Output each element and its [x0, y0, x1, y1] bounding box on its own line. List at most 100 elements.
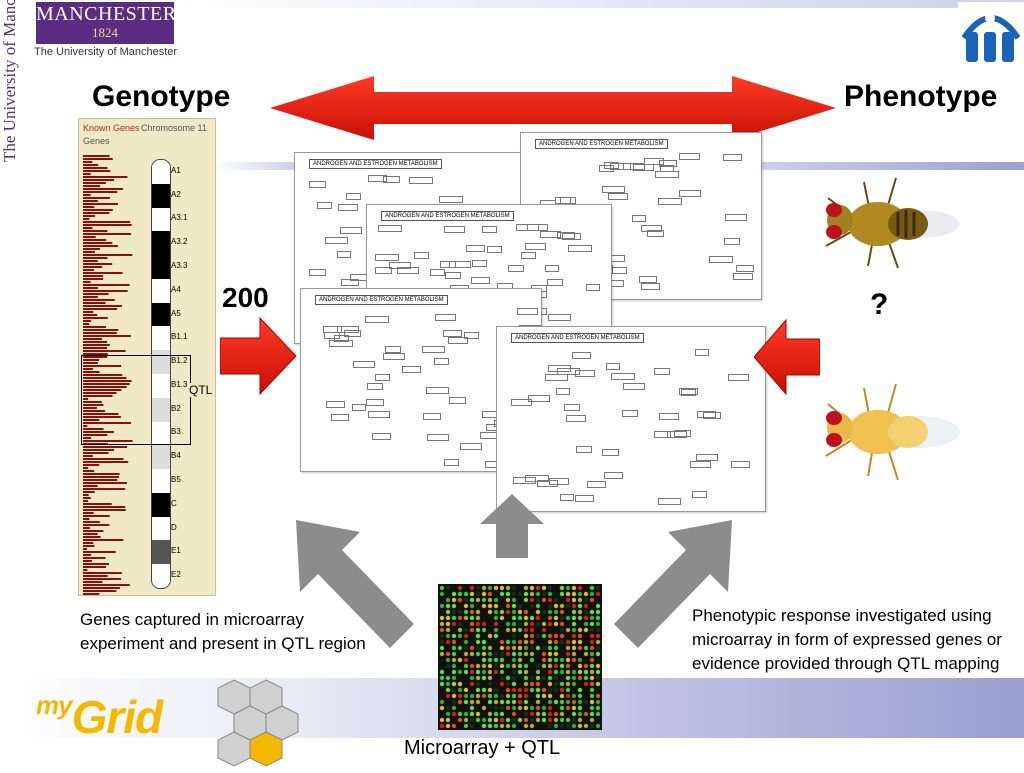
pathway-node — [337, 325, 360, 333]
gene-bar — [83, 158, 113, 160]
microarray-spot — [469, 621, 475, 627]
gene-bar — [83, 530, 104, 532]
gene-bar — [83, 551, 116, 553]
gene-bar — [83, 548, 88, 550]
gene-bar — [83, 413, 119, 415]
microarray-spot — [475, 711, 481, 717]
microarray-spot — [583, 621, 589, 627]
microarray-spot — [571, 669, 577, 675]
microarray-spot — [535, 669, 541, 675]
microarray-spot — [505, 585, 511, 591]
grey-arrow-up-icon — [480, 494, 544, 558]
gene-bar — [83, 425, 88, 427]
microarray-spot — [493, 693, 499, 699]
microarray-spot — [511, 597, 517, 603]
microarray-spot — [475, 645, 481, 651]
microarray-spot — [493, 627, 499, 633]
gene-bar — [83, 407, 97, 409]
microarray-spot — [493, 603, 499, 609]
pathway-title: ANDROGEN AND ESTROGEN METABOLISM — [315, 295, 448, 305]
microarray-spot — [475, 621, 481, 627]
microarray-spot — [547, 633, 553, 639]
gene-bar — [83, 248, 100, 250]
light-fly-image — [814, 376, 964, 486]
microarray-spot — [559, 705, 565, 711]
pathway-node — [520, 251, 537, 259]
microarray-spot — [439, 633, 445, 639]
microarray-spot — [523, 597, 529, 603]
microarray-spot — [457, 657, 463, 663]
microarray-spot — [577, 615, 583, 621]
gene-bar — [83, 440, 133, 442]
microarray-spot — [553, 597, 559, 603]
gene-bar — [83, 455, 93, 457]
gene-bar — [83, 500, 88, 502]
microarray-spot — [463, 723, 469, 729]
pathway-node — [337, 203, 359, 211]
microarray-spot — [487, 717, 493, 723]
microarray-spot — [541, 663, 547, 669]
microarray-spot — [439, 717, 445, 723]
microarray-spot — [553, 663, 559, 669]
pathway-node — [402, 366, 422, 373]
gene-bar — [83, 362, 98, 364]
microarray-spot — [511, 645, 517, 651]
microarray-spot — [535, 681, 541, 687]
microarray-spot — [487, 711, 493, 717]
microarray-spot — [577, 657, 583, 663]
microarray-spot — [463, 633, 469, 639]
microarray-spot — [463, 609, 469, 615]
pathway-node — [679, 388, 698, 396]
microarray-spot — [499, 717, 505, 723]
gene-bar — [83, 590, 117, 592]
microarray-spot — [511, 681, 517, 687]
microarray-spot — [583, 615, 589, 621]
microarray-spot — [577, 693, 583, 699]
pathway-node — [317, 201, 332, 209]
pathway-node — [667, 430, 687, 438]
microarray-spot — [595, 699, 601, 705]
chromosome-ideogram — [151, 159, 171, 589]
microarray-spot — [541, 693, 547, 699]
microarray-spot — [505, 621, 511, 627]
pathway-node — [464, 331, 480, 339]
pathway-node — [702, 411, 721, 419]
microarray-spot — [439, 723, 445, 729]
microarray-spot — [481, 645, 487, 651]
pathway-node — [655, 171, 679, 179]
gene-bar — [83, 194, 91, 196]
microarray-spot — [481, 651, 487, 657]
gene-bar — [83, 206, 95, 208]
pathway-node — [722, 153, 743, 161]
pathway-node — [696, 411, 716, 419]
mid-band-right — [760, 162, 1024, 170]
microarray-spot — [517, 591, 523, 597]
gene-bar — [83, 200, 98, 202]
microarray-spot — [523, 591, 529, 597]
university-logo-name: MANCHESTER — [36, 3, 177, 25]
microarray-spot — [475, 663, 481, 669]
microarray-spot — [463, 639, 469, 645]
pathway-node — [640, 283, 661, 291]
hexagon-cluster-icon — [214, 678, 306, 768]
pathway-node — [547, 314, 572, 322]
pathway-node — [414, 251, 429, 259]
microarray-spot — [523, 705, 529, 711]
microarray-spot — [589, 591, 595, 597]
gene-bar — [83, 392, 117, 394]
gene-bar — [83, 257, 108, 259]
microarray-spot — [487, 693, 493, 699]
microarray-spot — [541, 645, 547, 651]
chromosome-band-label: A2 — [171, 189, 181, 199]
microarray-spot — [589, 681, 595, 687]
pathway-node — [546, 279, 563, 287]
microarray-spot — [577, 609, 583, 615]
microarray-spot — [547, 585, 553, 591]
microarray-spot — [553, 639, 559, 645]
gene-bar — [83, 395, 113, 397]
microarray-spot — [571, 645, 577, 651]
microarray-spot — [457, 591, 463, 597]
gene-bar — [83, 569, 88, 571]
microarray-spot — [571, 693, 577, 699]
